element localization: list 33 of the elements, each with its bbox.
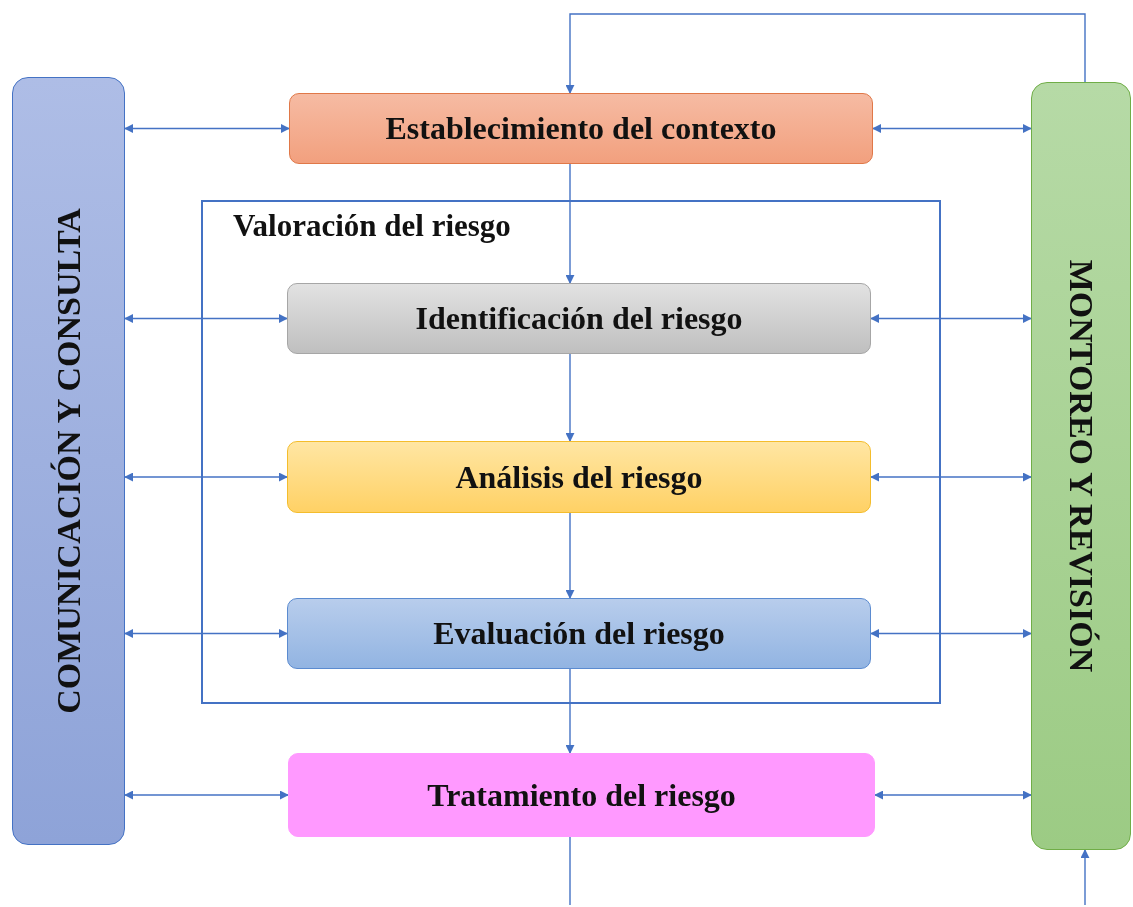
group-frame — [201, 200, 941, 704]
arrow — [565, 163, 575, 284]
box-label: Identificación del riesgo — [415, 300, 743, 337]
arrow — [124, 472, 288, 482]
group-title: Valoración del riesgo — [233, 208, 511, 244]
arrow — [870, 314, 1032, 323]
arrow — [124, 790, 289, 800]
box-label: Tratamiento del riesgo — [427, 776, 736, 814]
process-box — [287, 441, 871, 513]
arrow — [124, 314, 288, 323]
arrow — [565, 512, 575, 599]
arrow — [1080, 849, 1090, 906]
box-label: Establecimiento del contexto — [385, 110, 777, 147]
arrow — [565, 13, 1086, 94]
arrow — [565, 353, 575, 442]
arrow — [872, 124, 1032, 133]
process-box — [287, 598, 871, 669]
vertical-label: MONTOREO Y REVISIÓN — [1062, 259, 1100, 673]
arrow — [870, 629, 1032, 638]
side-bar — [12, 77, 125, 845]
process-box — [289, 93, 873, 164]
box-label: Evaluación del riesgo — [433, 615, 725, 652]
arrow — [124, 124, 290, 133]
arrow — [565, 668, 575, 754]
arrow — [874, 790, 1032, 800]
box-label: Análisis del riesgo — [455, 458, 703, 496]
arrow — [124, 629, 288, 638]
process-box — [288, 753, 875, 837]
vertical-label: COMUNICACIÓN Y CONSULTA — [49, 208, 88, 714]
side-bar — [1031, 82, 1131, 850]
process-box — [287, 283, 871, 354]
connector-line — [569, 836, 571, 906]
arrow — [870, 472, 1032, 482]
